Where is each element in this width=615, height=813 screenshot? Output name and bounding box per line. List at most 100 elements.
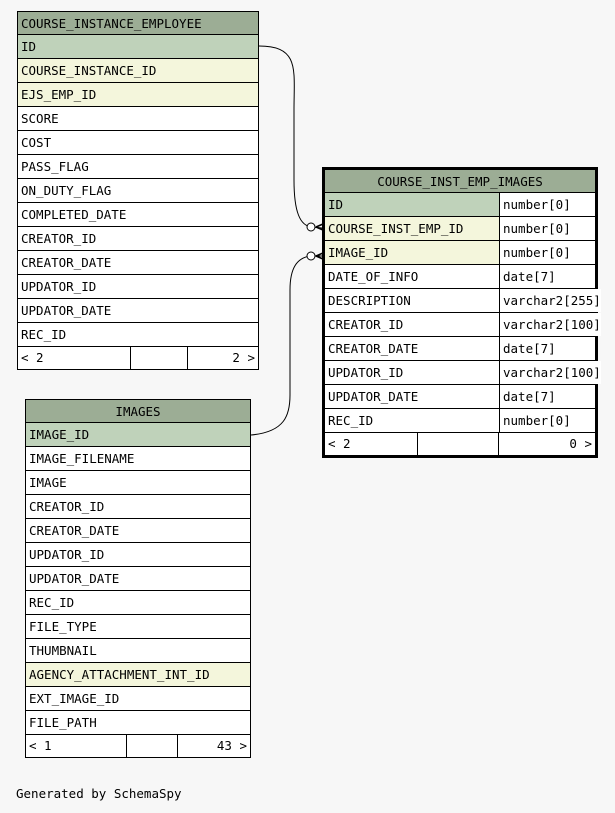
column-row[interactable]: COMPLETED_DATE [18,203,258,227]
column-name: COST [21,135,52,150]
footer-spacer [417,433,499,455]
column-name: CREATOR_ID [21,231,97,246]
column-name: EXT_IMAGE_ID [29,691,120,706]
column-type: varchar2[100] [499,313,601,336]
column-row[interactable]: COURSE_INST_EMP_ID number[0] [325,217,595,241]
column-row[interactable]: ID [18,35,258,59]
column-row[interactable]: UPDATOR_ID [18,275,258,299]
column-row[interactable]: EXT_IMAGE_ID [26,687,250,711]
footer-spacer [126,735,178,757]
column-row[interactable]: THUMBNAIL [26,639,250,663]
column-name: EJS_EMP_ID [21,87,97,102]
crowfoot-icon [315,252,324,260]
column-name: FILE_TYPE [29,619,97,634]
column-name: IMAGE_ID [328,245,389,260]
parents-count[interactable]: < 1 [29,738,52,753]
children-count[interactable]: 0 > [569,436,592,451]
column-type: varchar2[255] [499,289,601,312]
column-row[interactable]: ON_DUTY_FLAG [18,179,258,203]
column-row[interactable]: PASS_FLAG [18,155,258,179]
column-name: CREATOR_DATE [21,255,112,270]
column-row[interactable]: IMAGE_ID [26,423,250,447]
column-type: number[0] [499,241,595,264]
column-row[interactable]: CREATOR_ID [26,495,250,519]
column-row[interactable]: IMAGE_ID number[0] [325,241,595,265]
column-name: AGENCY_ATTACHMENT_INT_ID [29,667,210,682]
column-name: REC_ID [29,595,75,610]
relationship-images-image-id-to-image-id [250,255,322,436]
relationship-end-circle-icon [306,251,316,261]
column-row[interactable]: FILE_TYPE [26,615,250,639]
column-name: REC_ID [21,327,67,342]
column-row[interactable]: DATE_OF_INFO date[7] [325,265,595,289]
table-title[interactable]: COURSE_INSTANCE_EMPLOYEE [18,12,258,35]
column-row[interactable]: UPDATOR_DATE [18,299,258,323]
column-name: FILE_PATH [29,715,97,730]
column-type: number[0] [499,217,595,240]
column-row[interactable]: CREATOR_DATE [26,519,250,543]
column-row[interactable]: UPDATOR_ID [26,543,250,567]
column-name: THUMBNAIL [29,643,97,658]
column-name: CREATOR_ID [328,317,404,332]
column-type: date[7] [499,265,595,288]
column-type: number[0] [499,193,595,216]
column-row[interactable]: FILE_PATH [26,711,250,735]
column-row[interactable]: UPDATOR_DATE date[7] [325,385,595,409]
table-footer: < 2 2 > [18,347,258,369]
column-row[interactable]: CREATOR_DATE [18,251,258,275]
table-title[interactable]: IMAGES [26,400,250,423]
column-type: date[7] [499,385,595,408]
column-row[interactable]: COST [18,131,258,155]
column-name: SCORE [21,111,59,126]
table-title[interactable]: COURSE_INST_EMP_IMAGES [325,170,595,193]
column-name: UPDATOR_ID [21,279,97,294]
footer-spacer [130,347,188,369]
column-row[interactable]: UPDATOR_DATE [26,567,250,591]
column-row[interactable]: IMAGE [26,471,250,495]
column-name: UPDATOR_ID [328,365,404,380]
column-row[interactable]: CREATOR_ID [18,227,258,251]
table-course-instance-employee[interactable]: COURSE_INSTANCE_EMPLOYEE ID COURSE_INSTAN… [17,11,259,370]
column-name: DATE_OF_INFO [328,269,419,284]
column-name: CREATOR_DATE [29,523,120,538]
relationship-end-circle-icon [306,222,316,232]
column-name: COURSE_INSTANCE_ID [21,63,157,78]
column-type: date[7] [499,337,595,360]
children-count[interactable]: 43 > [216,738,247,753]
table-images[interactable]: IMAGES IMAGE_ID IMAGE_FILENAME IMAGE CREATO… [25,399,251,758]
table-footer: < 1 43 > [26,735,250,757]
column-name: UPDATOR_DATE [328,389,419,404]
column-name: ID [21,39,37,54]
column-name: PASS_FLAG [21,159,89,174]
parents-count[interactable]: < 2 [21,350,44,365]
children-count[interactable]: 2 > [232,350,255,365]
column-name: UPDATOR_DATE [29,571,120,586]
column-row[interactable]: REC_ID [26,591,250,615]
column-row[interactable]: SCORE [18,107,258,131]
column-name: ON_DUTY_FLAG [21,183,112,198]
column-row[interactable]: REC_ID [18,323,258,347]
column-name: CREATOR_DATE [328,341,419,356]
column-name: COMPLETED_DATE [21,207,127,222]
column-row[interactable]: CREATOR_ID varchar2[100] [325,313,601,337]
column-row[interactable]: AGENCY_ATTACHMENT_INT_ID [26,663,250,687]
column-name: IMAGE_FILENAME [29,451,135,466]
crowfoot-icon [315,223,324,231]
column-name: COURSE_INST_EMP_ID [328,221,464,236]
column-name: REC_ID [328,413,374,428]
column-row[interactable]: IMAGE_FILENAME [26,447,250,471]
column-name: CREATOR_ID [29,499,105,514]
generated-by-text: Generated by SchemaSpy [16,786,182,801]
table-footer: < 2 0 > [325,433,595,455]
column-row[interactable]: EJS_EMP_ID [18,83,258,107]
parents-count[interactable]: < 2 [328,436,351,451]
column-name: UPDATOR_ID [29,547,105,562]
column-row[interactable]: COURSE_INSTANCE_ID [18,59,258,83]
column-row[interactable]: CREATOR_DATE date[7] [325,337,595,361]
